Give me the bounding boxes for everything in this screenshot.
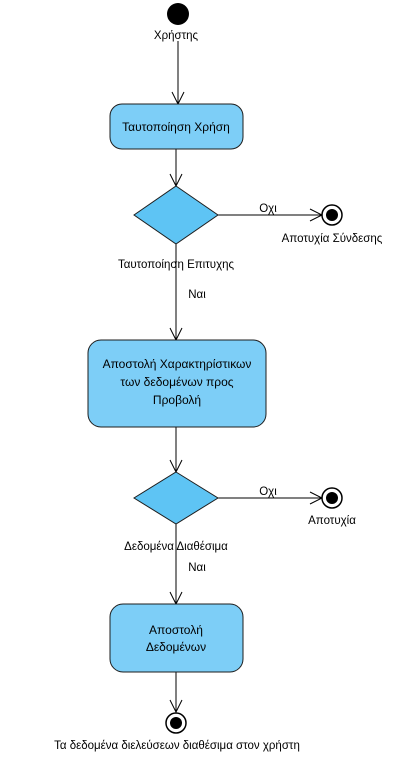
activity-authenticate-user-label: Ταυτοποίηση Χρήση [122, 120, 230, 134]
decision-data-available-label: Δεδομένα Διαθέσιμα [124, 541, 228, 553]
activity-send-data-line-1: Αποστολή [149, 623, 203, 637]
activity-send-characteristics [87, 339, 267, 428]
decision-authentication-label: Ταυτοποίηση Επιτυχης [118, 259, 235, 271]
start-node [167, 3, 189, 25]
end-node-failure-core [326, 492, 338, 504]
arrowhead-success [169, 699, 183, 714]
start-label: Χρήστης [154, 30, 199, 42]
decision-data-available-yes-label: Ναι [188, 562, 206, 574]
end-failure-label: Αποτυχία [308, 515, 356, 527]
activity-send-characteristics-line-1: Αποστολή Χαρακτηρίστικων [103, 357, 252, 371]
decision-authentication-no-label: Οχι [259, 203, 277, 215]
activity-send-data [109, 603, 244, 673]
decision-authentication-yes-label: Ναι [188, 289, 206, 301]
end-node-success-core [170, 717, 182, 729]
decision-data-available-no-label: Οχι [259, 486, 277, 498]
activity-authenticate-user [109, 103, 244, 150]
activity-send-characteristics-line-3: Προβολή [153, 393, 201, 407]
activity-send-characteristics-line-2: των δεδομένων προς [120, 375, 233, 389]
decision-data-available [133, 471, 219, 525]
decision-authentication [133, 185, 219, 245]
end-login-failure-label: Αποτυχία Σύνδεσης [282, 233, 383, 245]
activity-send-data-line-2: Δεδομένων [146, 640, 206, 654]
end-node-login-failure-core [326, 209, 338, 221]
end-success-label: Τα δεδομένα διελεύσεων διαθέσιμα στον χρ… [54, 740, 300, 752]
